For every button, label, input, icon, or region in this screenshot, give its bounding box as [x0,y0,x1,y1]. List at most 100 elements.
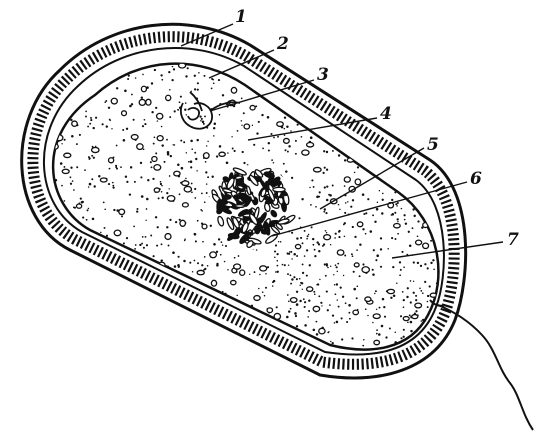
cytoplasm-dot [219,345,221,347]
cytoplasm-dot [231,136,232,137]
ribosome-granule [100,178,107,182]
cytoplasm-dot [60,322,62,324]
cytoplasm-dot [61,143,62,144]
ribosome-granule [448,137,455,142]
ribosome-granule [424,83,429,88]
cytoplasm-dot [157,226,159,228]
cytoplasm-dot [415,111,417,113]
cytoplasm-dot [439,66,441,68]
cytoplasm-dot [67,315,69,317]
cytoplasm-dot [194,197,196,199]
cytoplasm-dot [113,333,115,335]
cytoplasm-dot [394,341,397,344]
cytoplasm-dot [328,194,330,196]
cytoplasm-dot [375,290,377,292]
ribosome-granule [231,87,236,93]
cytoplasm-dot [40,245,42,247]
cytoplasm-dot [139,328,141,330]
cytoplasm-dot [124,90,127,93]
cytoplasm-dot [141,317,143,319]
cytoplasm-dot [303,298,305,300]
cytoplasm-dot [156,314,158,316]
ribosome-granule [180,220,186,226]
cytoplasm-dot [85,116,87,118]
cytoplasm-dot [268,149,270,151]
cytoplasm-dot [64,139,66,141]
callout-label-4: 4 [380,104,392,124]
cytoplasm-dot [359,275,361,277]
cytoplasm-dot [194,233,197,236]
cytoplasm-dot [344,212,346,214]
cytoplasm-dot [304,230,306,232]
cytoplasm-dot [327,55,329,57]
cytoplasm-dot [168,319,170,321]
cytoplasm-dot [413,292,415,294]
cytoplasm-dot [432,130,433,131]
ribosome-granule [314,167,322,172]
cytoplasm-dot [214,123,217,126]
cytoplasm-dot [198,72,200,74]
cytoplasm-dot [130,335,132,337]
cytoplasm-dot [172,251,175,254]
cytoplasm-dot [392,89,394,91]
ribosome-granule [256,357,263,362]
cytoplasm-dot [338,236,340,238]
cytoplasm-dot [296,325,298,327]
cytoplasm-dot [367,58,369,60]
cytoplasm-dot [268,142,270,144]
cytoplasm-dot [385,336,387,338]
cytoplasm-dot [137,335,139,337]
cytoplasm-dot [87,209,89,211]
cytoplasm-dot [155,301,158,304]
cytoplasm-dot [293,253,296,256]
cytoplasm-dot [251,305,253,307]
cytoplasm-dot [170,155,172,157]
cytoplasm-dot [185,178,187,180]
cytoplasm-dot [151,111,153,113]
cytoplasm-dot [321,305,322,306]
cytoplasm-dot [50,243,52,245]
cytoplasm-dot [306,249,308,251]
cytoplasm-dot [332,185,334,187]
cytoplasm-dot [70,119,72,121]
cytoplasm-dot [438,95,440,97]
cytoplasm-dot [400,315,402,317]
cytoplasm-dot [407,287,409,289]
cytoplasm-dot [426,55,428,57]
cytoplasm-dot [184,109,186,111]
cytoplasm-dot [420,140,423,143]
cytoplasm-dot [136,210,138,212]
cytoplasm-dot [140,162,142,164]
cytoplasm-dot [227,269,229,271]
ribosome-granule [141,86,146,91]
cytoplasm-dot [155,107,157,109]
cytoplasm-dot [201,193,203,195]
cytoplasm-dot [430,262,432,264]
cytoplasm-dot [338,154,340,156]
cytoplasm-dot [284,117,286,119]
cytoplasm-dot [308,300,310,302]
cytoplasm-dot [337,271,338,272]
cytoplasm-dot [421,130,423,132]
ribosome-granule [134,359,140,364]
cytoplasm-dot [80,197,82,199]
cytoplasm-dot [326,263,328,265]
cytoplasm-dot [252,348,254,350]
cytoplasm-dot [444,66,446,68]
cytoplasm-dot [169,89,171,91]
cytoplasm-dot [415,295,417,297]
cytoplasm-dot [56,308,58,310]
cytoplasm-dot [327,309,329,311]
cytoplasm-dot [238,255,240,257]
cytoplasm-dot [218,79,220,81]
cytoplasm-dot [319,191,321,193]
cytoplasm-dot [146,208,148,210]
cytoplasm-dot [152,178,154,180]
cytoplasm-dot [190,166,192,168]
cytoplasm-dot [191,183,193,185]
cytoplasm-dot [448,141,451,144]
cytoplasm-dot [417,220,419,222]
cytoplasm-dot [340,286,342,288]
cytoplasm-dot [378,92,380,94]
cytoplasm-dot [203,123,205,125]
